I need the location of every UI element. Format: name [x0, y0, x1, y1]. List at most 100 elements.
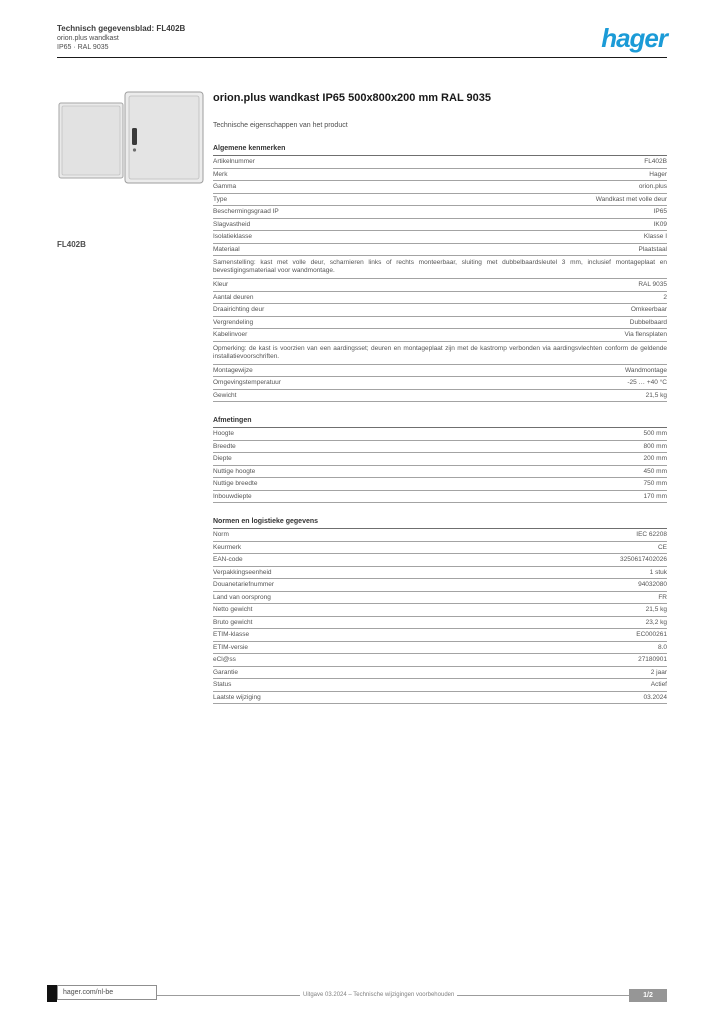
spec-label: Gamma — [213, 183, 237, 190]
content-column: orion.plus wandkast IP65 500x800x200 mm … — [213, 92, 667, 704]
spec-label: Isolatieklasse — [213, 233, 253, 240]
spec-value: 2 jaar — [650, 668, 667, 676]
spec-value: 200 mm — [643, 455, 667, 462]
spec-label: Breedte — [213, 442, 236, 450]
spec-value: Klasse I — [643, 233, 667, 240]
spec-value: EC000261 — [636, 631, 667, 638]
spec-value: Hager — [649, 170, 667, 178]
spec-label: Vergrendeling — [213, 318, 254, 326]
spec-value: CE — [657, 543, 667, 551]
spec-paragraph: Opmerking: de kast is voorzien van een a… — [213, 342, 667, 365]
cabinet-left-door — [61, 105, 121, 176]
spec-row: Isolatieklasse Klasse I — [213, 231, 667, 244]
spec-value: Via flensplaten — [624, 331, 667, 338]
spec-label: Kabelinvoer — [213, 331, 248, 338]
spec-value: Plaatstaal — [638, 245, 667, 253]
spec-value: orion.plus — [638, 183, 667, 190]
footer-mark — [47, 985, 57, 1002]
spec-label: Omgevingstemperatuur — [213, 379, 281, 386]
spec-value: 2 — [663, 293, 667, 301]
spec-row: Materiaal Plaatstaal — [213, 244, 667, 256]
spec-row: Land van oorsprong FR — [213, 592, 667, 604]
spec-label: Garantie — [213, 668, 238, 676]
spec-label: Netto gewicht — [213, 606, 253, 613]
spec-value: 21,5 kg — [645, 606, 667, 613]
spec-value: 3250617402026 — [620, 556, 667, 563]
spec-value: 94032080 — [638, 581, 667, 588]
spec-label: Verpakkingseenheid — [213, 568, 272, 576]
spec-row: eCl@ss 27180901 — [213, 654, 667, 667]
spec-value: FL402B — [644, 158, 667, 165]
hager-logo: hager — [601, 23, 668, 53]
spec-value: 450 mm — [643, 467, 667, 475]
spec-label: Inbouwdiepte — [213, 492, 252, 500]
page-number-badge: 1/2 — [629, 989, 667, 1002]
spec-row: Type Wandkast met volle deur — [213, 194, 667, 206]
spec-value: 21,5 kg — [645, 391, 667, 399]
product-image — [57, 90, 207, 186]
spec-label: Beschermingsgraad IP — [213, 208, 279, 215]
spec-label: Slagvastheid — [213, 220, 251, 228]
spec-value: -25 … +40 °C — [627, 379, 667, 386]
spec-label: Kleur — [213, 281, 229, 288]
spec-label: Nuttige breedte — [213, 480, 258, 487]
spec-row: Kabelinvoer Via flensplaten — [213, 329, 667, 342]
spec-label: ETIM-klasse — [213, 631, 250, 638]
spec-label: Type — [213, 195, 228, 203]
spec-value: IEC 62208 — [636, 531, 667, 538]
spec-row: Kleur RAL 9035 — [213, 279, 667, 292]
door-handle — [132, 128, 137, 145]
spec-label: Materiaal — [213, 245, 240, 253]
spec-label: Norm — [213, 531, 229, 538]
spec-section-title: Normen en logistieke gegevens — [213, 515, 667, 529]
spec-value: 800 mm — [643, 442, 667, 450]
spec-label: Laatste wijziging — [213, 693, 261, 701]
spec-label: Douanetariefnummer — [213, 581, 275, 588]
spec-value: 27180901 — [638, 656, 667, 663]
spec-value: Wandmontage — [624, 366, 667, 374]
spec-row: Netto gewicht 21,5 kg — [213, 604, 667, 617]
spec-row: Gamma orion.plus — [213, 181, 667, 194]
header-title-block: Technisch gegevensblad: FL402B orion.plu… — [57, 24, 185, 52]
spec-value: 8.0 — [657, 643, 667, 651]
door-lock — [132, 148, 137, 152]
spec-row: Vergrendeling Dubbelbaard — [213, 317, 667, 329]
document-subtitle-2: IP65 · RAL 9035 — [57, 44, 109, 51]
spec-row: Garantie 2 jaar — [213, 667, 667, 679]
spec-section-title: Afmetingen — [213, 414, 667, 428]
spec-label: Status — [213, 681, 232, 688]
spec-label: eCl@ss — [213, 656, 236, 663]
page-title: orion.plus wandkast IP65 500x800x200 mm … — [213, 92, 491, 104]
spec-row: Gewicht 21,5 kg — [213, 390, 667, 402]
spec-value: IK09 — [653, 220, 667, 228]
spec-value: RAL 9035 — [638, 281, 667, 288]
footer-site-link[interactable]: hager.com/nl-be — [57, 985, 157, 1000]
spec-value: Wandkast met volle deur — [595, 195, 667, 203]
spec-label: Land van oorsprong — [213, 593, 271, 601]
spec-value: 500 mm — [643, 430, 667, 437]
spec-row: Douanetariefnummer 94032080 — [213, 579, 667, 592]
spec-value: 170 mm — [643, 492, 667, 500]
spec-value: 03.2024 — [643, 693, 668, 701]
spec-value: FR — [658, 593, 667, 601]
spec-row: Norm IEC 62208 — [213, 529, 667, 542]
spec-value: 1 stuk — [649, 568, 667, 576]
spec-value: Dubbelbaard — [629, 318, 667, 326]
spec-label: Gewicht — [213, 391, 237, 399]
spec-label: Merk — [213, 170, 228, 178]
spec-label: Draairichting deur — [213, 306, 265, 313]
spec-section-title: Algemene kenmerken — [213, 142, 667, 156]
document-title: Technisch gegevensblad: FL402B — [57, 24, 186, 33]
